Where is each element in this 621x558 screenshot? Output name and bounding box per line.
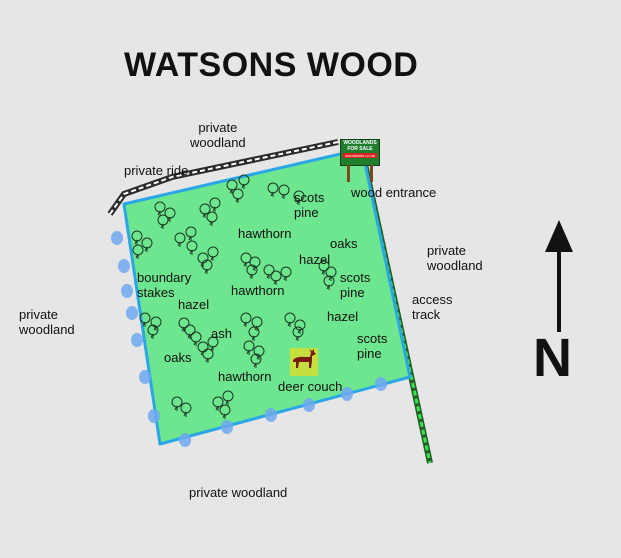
tree-icon xyxy=(132,244,144,259)
label-private-woodland-east: private woodland xyxy=(427,243,483,273)
tree-icon xyxy=(206,211,218,226)
tree-icon xyxy=(267,182,279,197)
tree-icon xyxy=(292,326,304,341)
label-scots-pine-1: scots pine xyxy=(294,190,325,220)
tree-icon xyxy=(232,188,244,203)
page-title: WATSONS WOOD xyxy=(124,46,419,84)
boundary-stake xyxy=(139,370,151,384)
deer-icon xyxy=(290,348,318,376)
boundary-stake xyxy=(265,408,277,422)
tree-icon xyxy=(240,312,252,327)
label-hazel-3: hazel xyxy=(327,309,359,324)
tree-icon xyxy=(157,214,169,229)
sign-board: WOODLANDS FOR SALE woodlands.co.uk xyxy=(340,139,380,166)
tree-icon xyxy=(251,316,263,331)
for-sale-sign[interactable]: WOODLANDS FOR SALE woodlands.co.uk xyxy=(340,139,380,183)
label-private-woodland-west: private woodland xyxy=(19,307,75,337)
boundary-stake xyxy=(148,409,160,423)
tree-icon xyxy=(294,319,306,334)
tree-icon xyxy=(240,252,252,267)
tree-icon xyxy=(207,336,219,351)
boundary-stakes xyxy=(111,231,387,447)
label-boundary-stakes: boundary stakes xyxy=(137,270,192,300)
boundary-stake xyxy=(341,387,353,401)
label-scots-pine-3: scots pine xyxy=(357,331,388,361)
boundary-stake xyxy=(221,420,233,434)
tree-icon xyxy=(263,264,275,279)
tree-icon xyxy=(318,260,330,275)
tree-icon xyxy=(284,312,296,327)
label-private-ride: private ride xyxy=(124,163,189,178)
tree-icon xyxy=(246,264,258,279)
tree-icon xyxy=(180,402,192,417)
tree-icon xyxy=(186,240,198,255)
north-arrow-icon xyxy=(545,220,573,332)
tree-icon xyxy=(178,317,190,332)
sign-line1: WOODLANDS xyxy=(343,140,377,146)
tree-icon xyxy=(278,184,290,199)
label-oaks-2: oaks xyxy=(164,350,192,365)
tree-icon xyxy=(238,174,250,189)
sign-url: woodlands.co.uk xyxy=(343,153,377,158)
tree-icon xyxy=(139,312,151,327)
boundary-stake xyxy=(179,433,191,447)
label-hawthorn-2: hawthorn xyxy=(231,283,285,298)
north-label: N xyxy=(533,328,572,388)
label-private-woodland-north: private woodland xyxy=(190,120,246,150)
tree-icon xyxy=(141,237,153,252)
label-private-woodland-south: private woodland xyxy=(189,485,288,500)
label-hawthorn-3: hawthorn xyxy=(218,369,272,384)
tree-icon xyxy=(222,390,234,405)
tree-icon xyxy=(212,396,224,411)
label-hazel-2: hazel xyxy=(178,297,210,312)
boundary-stake xyxy=(303,398,315,412)
boundary-stake xyxy=(375,377,387,391)
tree-icon xyxy=(226,179,238,194)
tree-icon xyxy=(270,270,282,285)
boundary-stake xyxy=(118,259,130,273)
tree-icon xyxy=(280,266,292,281)
tree-icon xyxy=(202,348,214,363)
sign-post-right xyxy=(370,165,373,182)
label-deer-couch: deer couch xyxy=(278,379,343,394)
woodland-plot[interactable] xyxy=(122,147,412,446)
label-scots-pine-2: scots pine xyxy=(340,270,371,300)
label-oaks-1: oaks xyxy=(330,236,358,251)
sign-line2: FOR SALE xyxy=(347,146,373,152)
boundary-stake xyxy=(121,284,133,298)
label-ash: ash xyxy=(211,326,232,341)
boundary-stake xyxy=(126,306,138,320)
label-access-track: access track xyxy=(412,292,453,322)
tree-icon xyxy=(207,246,219,261)
tree-icon xyxy=(184,324,196,339)
tree-icon xyxy=(185,226,197,241)
tree-icon xyxy=(250,353,262,368)
tree-icon xyxy=(219,404,231,419)
label-wood-entrance: wood entrance xyxy=(351,185,437,200)
tree-icon xyxy=(199,203,211,218)
tree-icon xyxy=(164,207,176,222)
tree-icon xyxy=(323,275,335,290)
boundary-stake xyxy=(131,333,143,347)
tree-icon xyxy=(131,230,143,245)
tree-icon xyxy=(147,324,159,339)
sign-post-left xyxy=(347,165,350,182)
tree-icon xyxy=(248,326,260,341)
tree-icon xyxy=(174,232,186,247)
tree-symbols xyxy=(131,174,337,419)
tree-icon xyxy=(154,201,166,216)
label-hazel-1: hazel xyxy=(299,252,331,267)
tree-icon xyxy=(171,396,183,411)
private-ride-path xyxy=(107,139,339,216)
tree-icon xyxy=(293,190,305,205)
boundary-stake xyxy=(111,231,123,245)
label-hawthorn-1: hawthorn xyxy=(238,226,292,241)
tree-icon xyxy=(190,331,202,346)
tree-icon xyxy=(209,197,221,212)
tree-icon xyxy=(243,340,255,355)
tree-icon xyxy=(201,259,213,274)
